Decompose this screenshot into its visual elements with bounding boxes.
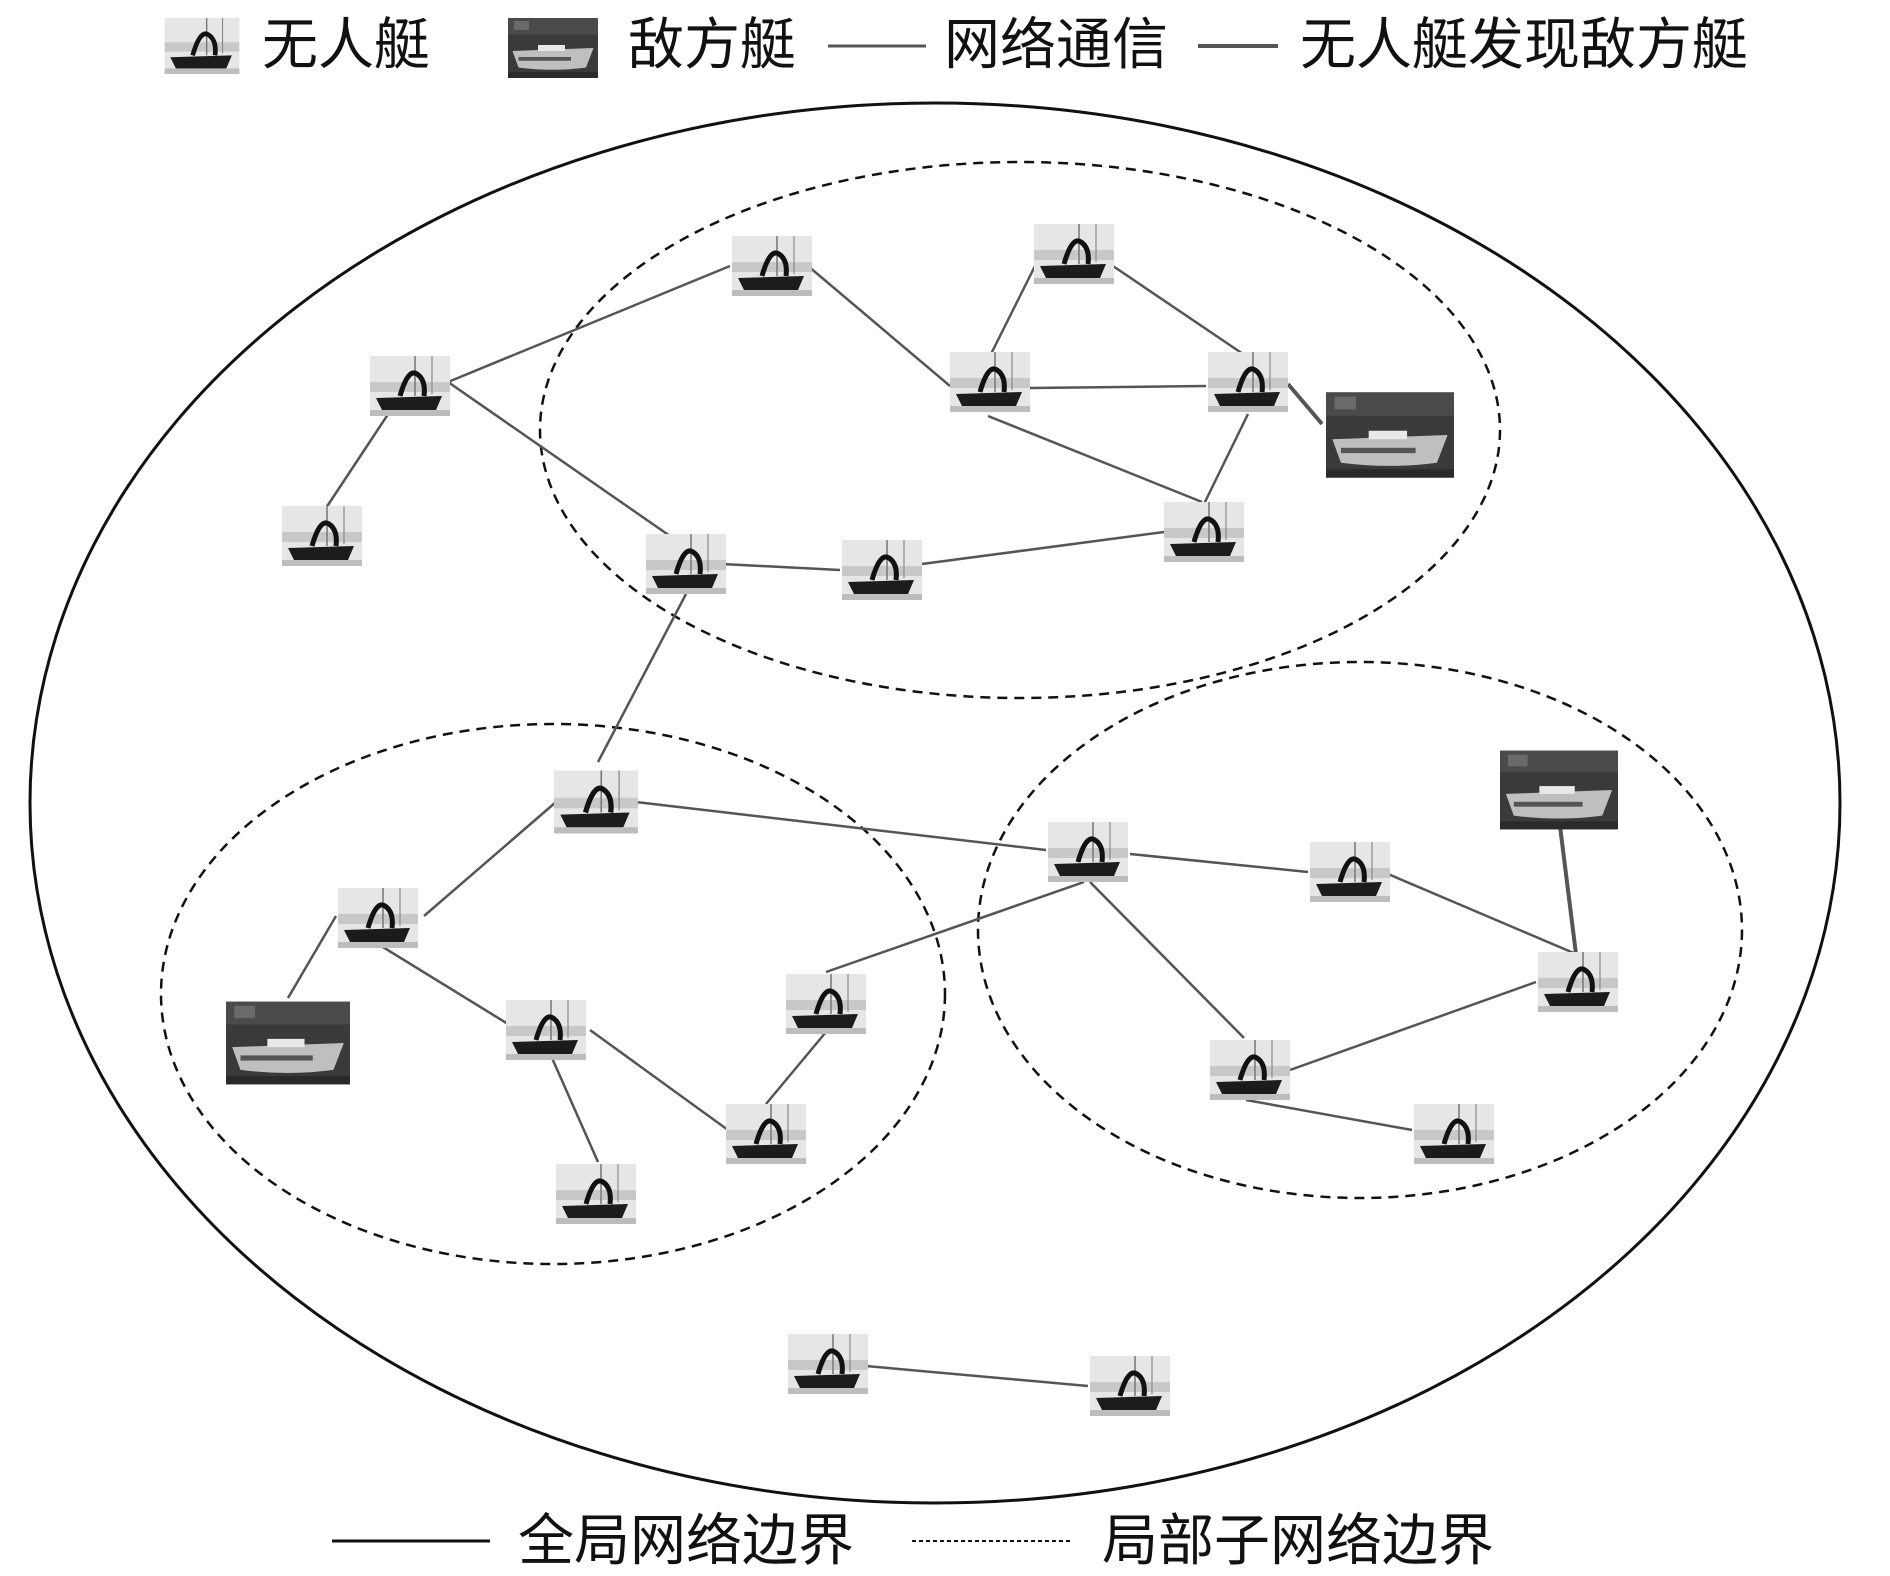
comm-link [1129, 852, 1309, 874]
comm-link [1245, 1098, 1413, 1132]
unmanned-boat-icon [506, 1000, 586, 1060]
legend-global-label: 全局网络边界 [518, 1509, 854, 1574]
local-subnetwork-boundary-right [976, 660, 1744, 1200]
unmanned-boat-icon [1310, 842, 1390, 902]
legend-enemy-icon [508, 18, 598, 78]
comm-link [1089, 881, 1245, 1039]
legend-comm-label: 网络通信 [944, 13, 1168, 78]
enemy-boat-icon [1326, 392, 1454, 478]
unmanned-boat-icon [788, 1334, 868, 1394]
comm-link [807, 265, 951, 387]
detection-link [1558, 825, 1578, 955]
comm-link [550, 1057, 600, 1163]
comm-link [447, 264, 731, 384]
comm-link [589, 1028, 729, 1132]
local-subnetwork-boundary-left [159, 722, 947, 1266]
detection-link [1286, 382, 1324, 426]
legend-local-label: 局部子网络边界 [1102, 1509, 1494, 1574]
comm-link [921, 530, 1165, 566]
unmanned-boat-icon [1034, 224, 1114, 284]
global-network-boundary [28, 101, 1842, 1505]
comm-link [1202, 413, 1250, 505]
comm-link [447, 380, 671, 538]
comm-link [635, 800, 1047, 852]
comm-link [377, 942, 509, 1026]
unmanned-boat-icon [1208, 352, 1288, 412]
comm-link [1109, 262, 1247, 358]
comm-link [987, 414, 1203, 504]
comm-link [286, 915, 338, 999]
legend-usv-icon [165, 18, 240, 74]
unmanned-boat-icon [1164, 502, 1244, 562]
unmanned-boat-icon [1210, 1040, 1290, 1100]
unmanned-boat-icon [646, 534, 726, 594]
comm-link [825, 880, 1085, 974]
unmanned-boat-icon [732, 236, 812, 296]
legend-detect-label: 无人艇发现敌方艇 [1300, 13, 1748, 78]
unmanned-boat-icon [1048, 822, 1128, 882]
unmanned-boat-icon [726, 1104, 806, 1164]
comm-link [1289, 980, 1537, 1072]
enemy-boat-icon [226, 1001, 350, 1085]
unmanned-boat-icon [556, 1164, 636, 1224]
legend-enemy-label: 敌方艇 [628, 13, 796, 78]
unmanned-boat-icon [1414, 1104, 1494, 1164]
comm-link [988, 255, 1042, 357]
unmanned-boat-icon [338, 888, 418, 948]
comm-link [721, 562, 841, 572]
detection-links [1286, 382, 1578, 955]
comm-link [865, 1364, 1089, 1388]
unmanned-boat-icon [282, 506, 362, 566]
local-subnetwork-boundary-top [538, 160, 1502, 700]
unmanned-boat-icon [1090, 1356, 1170, 1416]
unmanned-boat-icon [786, 974, 866, 1034]
comm-link [423, 801, 557, 917]
comm-link [596, 593, 688, 763]
comm-link [765, 1031, 827, 1105]
comm-link [1029, 384, 1207, 390]
unmanned-boat-icon [370, 356, 450, 416]
comm-link [1387, 872, 1577, 956]
legend-usv-label: 无人艇 [262, 13, 430, 78]
unmanned-boat-icon [842, 540, 922, 600]
unmanned-boat-icon [950, 352, 1030, 412]
enemy-boats [226, 392, 1618, 1085]
legend-top: 无人艇 敌方艇 网络通信 无人艇发现敌方艇 [165, 13, 1748, 78]
legend-bottom: 全局网络边界 局部子网络边界 [332, 1509, 1494, 1574]
enemy-boat-icon [1500, 750, 1618, 830]
unmanned-boat-icon [554, 771, 638, 834]
unmanned-boat-icon [1538, 952, 1618, 1012]
